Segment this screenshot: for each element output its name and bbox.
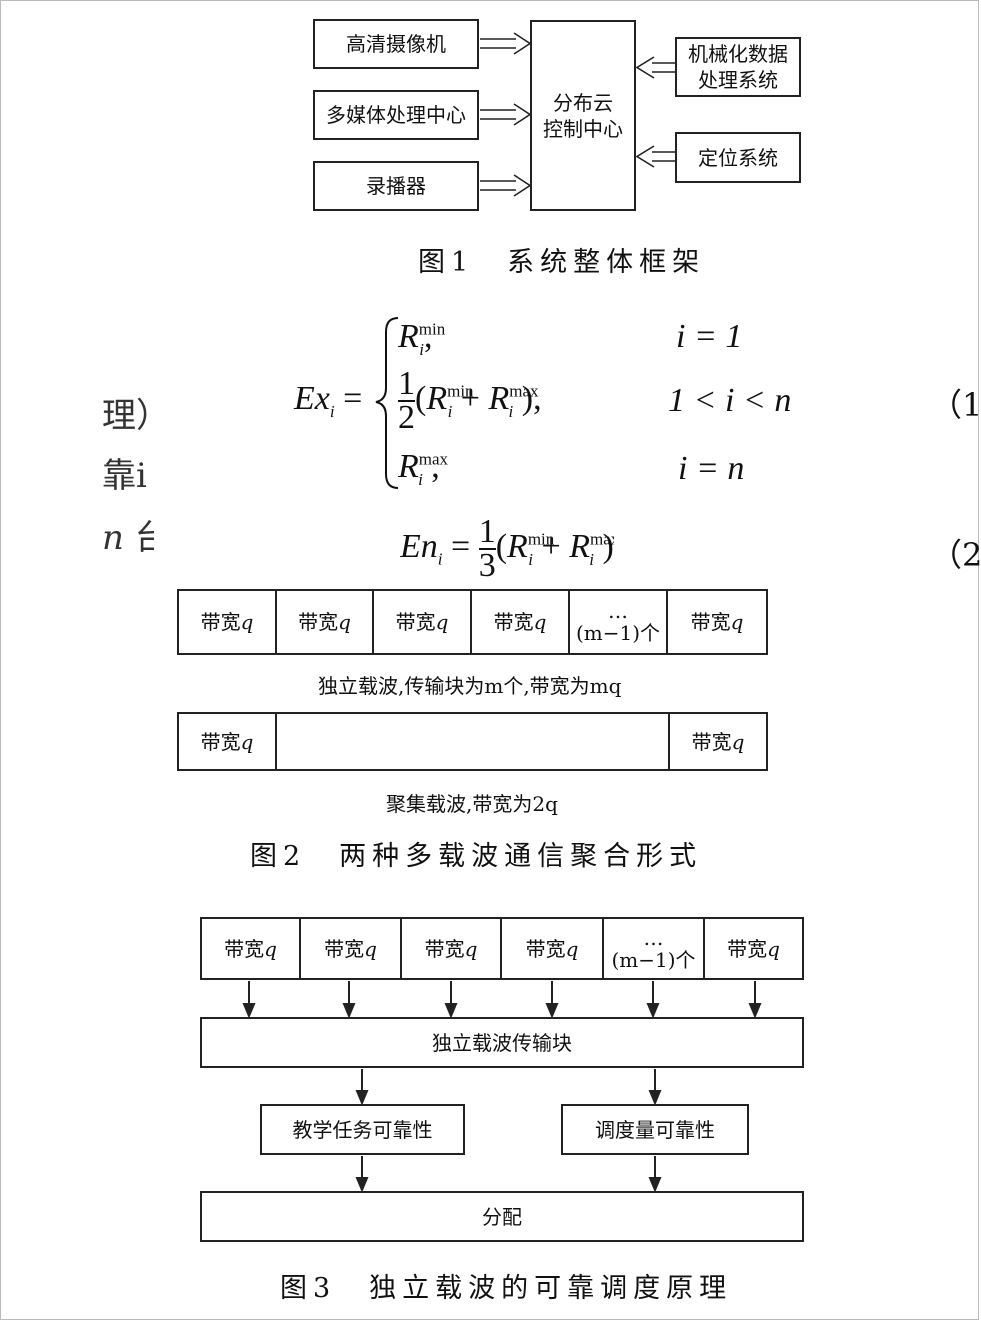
margin-text-3-char: 台 bbox=[134, 518, 154, 558]
fig3-allocation-box: 分配 bbox=[200, 1191, 804, 1242]
mechanized-data-line1: 机械化数据 bbox=[688, 42, 788, 66]
multimedia-center-label: 多媒体处理中心 bbox=[326, 103, 466, 127]
eq1-number: （1 bbox=[930, 386, 981, 424]
fig2-empty-span bbox=[277, 714, 670, 769]
figure1-arrows bbox=[480, 32, 675, 197]
fig3-allocation-label: 分配 bbox=[482, 1204, 522, 1229]
eq1-cond3: i = n bbox=[678, 450, 745, 487]
recorder-label: 录播器 bbox=[366, 174, 426, 198]
fig3-ellipsis-cell: …(m−1)个 bbox=[604, 919, 705, 978]
multimedia-center-box: 多媒体处理中心 bbox=[313, 90, 479, 140]
margin-text-3: n 台 bbox=[102, 510, 154, 559]
mechanized-data-line2: 处理系统 bbox=[698, 68, 778, 92]
figure3-caption: 图3 独立载波的可靠调度原理 bbox=[280, 1273, 733, 1304]
fig3-transfer-block-box: 独立载波传输块 bbox=[200, 1017, 804, 1068]
figure1-caption: 图1 系统整体框架 bbox=[418, 247, 706, 278]
eq2: Eni = 13(Rmini + Rmaxi ) bbox=[400, 516, 614, 578]
hd-camera-label: 高清摄像机 bbox=[346, 32, 446, 56]
eq2-lhs-symbol: En bbox=[400, 527, 438, 565]
fig2-ellipsis-cell: …(m−1)个 bbox=[570, 591, 668, 653]
eq1-cond1: i = 1 bbox=[676, 318, 743, 355]
fig3-teaching-reliability-label: 教学任务可靠性 bbox=[292, 1117, 433, 1142]
fig2-row1-label: 独立载波,传输块为m个,带宽为mq bbox=[318, 674, 622, 698]
figure2-caption: 图2 两种多载波通信聚合形式 bbox=[250, 841, 703, 872]
fig3-scheduling-reliability-label: 调度量可靠性 bbox=[595, 1117, 715, 1142]
positioning-system-box: 定位系统 bbox=[675, 132, 801, 183]
positioning-system-label: 定位系统 bbox=[698, 145, 778, 170]
eq1-case3: Rmaxi , bbox=[398, 448, 449, 489]
eq2-number: （2 bbox=[930, 536, 981, 574]
fig3-scheduling-reliability-box: 调度量可靠性 bbox=[561, 1104, 749, 1155]
cloud-control-line2: 控制中心 bbox=[543, 116, 623, 141]
cloud-control-line1: 分布云 bbox=[553, 90, 613, 115]
cloud-control-center-box: 分布云 控制中心 bbox=[530, 20, 636, 211]
margin-text-3-var: n bbox=[102, 518, 124, 558]
eq1-case1: Rmini, bbox=[398, 318, 446, 359]
fig2-row2-label: 聚集载波,带宽为2q bbox=[386, 792, 558, 816]
eq1-lhs-symbol: Ex bbox=[294, 380, 330, 417]
margin-text-1: 理） bbox=[102, 396, 154, 436]
eq1-brace bbox=[375, 317, 399, 489]
hd-camera-box: 高清摄像机 bbox=[313, 19, 479, 69]
mechanized-data-box: 机械化数据 处理系统 bbox=[675, 37, 801, 97]
margin-text-2: 靠i bbox=[102, 456, 147, 496]
recorder-box: 录播器 bbox=[313, 161, 479, 211]
fig3-teaching-reliability-box: 教学任务可靠性 bbox=[260, 1104, 465, 1155]
eq1-cond2: 1 < i < n bbox=[668, 382, 792, 419]
eq1-lhs-sub: i bbox=[329, 401, 335, 421]
fig3-transfer-block-label: 独立载波传输块 bbox=[432, 1030, 572, 1055]
eq1-lhs: Exi = bbox=[294, 380, 363, 421]
